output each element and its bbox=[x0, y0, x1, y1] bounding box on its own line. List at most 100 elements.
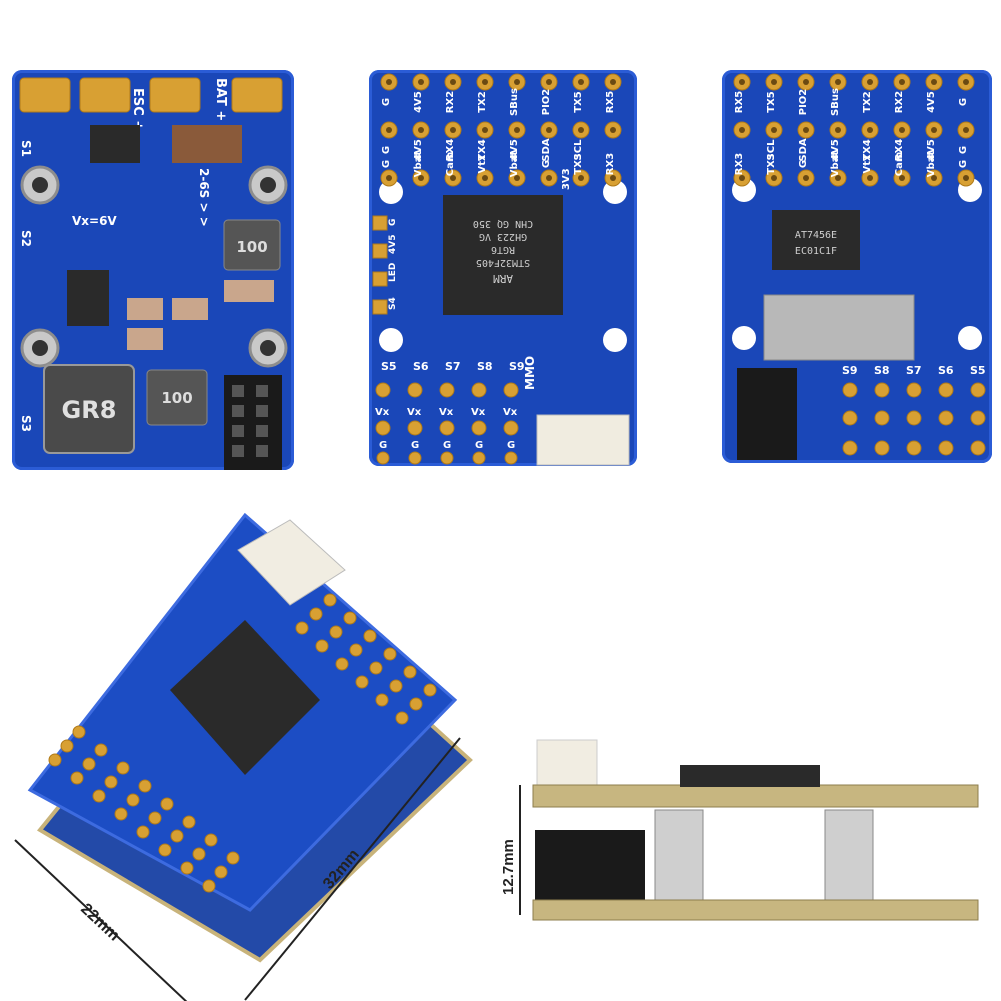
b2-servo-label-4: S9 bbox=[509, 360, 525, 373]
b3-servo-label-4: S5 bbox=[970, 364, 986, 377]
flight-controller-top-view: ARM STM32F405 RGT6 GH223 VG CHN GQ 350 3… bbox=[369, 70, 637, 466]
capacitor bbox=[172, 298, 208, 320]
b3-mid-label-2: SDA bbox=[798, 138, 809, 162]
solder-pad bbox=[874, 440, 890, 456]
solder-pad bbox=[842, 440, 858, 456]
solder-pad bbox=[440, 451, 454, 465]
solder-pad bbox=[343, 611, 357, 625]
solder-pad bbox=[906, 440, 922, 456]
b2-bot-label-2: Cam bbox=[445, 152, 456, 177]
mount-hole bbox=[379, 180, 403, 204]
b2-top-label-1: 4V5 bbox=[413, 91, 424, 113]
solder-pad bbox=[138, 779, 152, 793]
power-board-top-view: ESC + BAT + 2-6S > > S1 S2 S3 Vx=6V 100 … bbox=[12, 70, 294, 470]
b2-vx-label-1: Vx bbox=[407, 407, 422, 418]
solder-pad bbox=[375, 382, 391, 398]
solder-pad bbox=[202, 879, 216, 893]
b3-mid-label-1: SCL bbox=[766, 139, 777, 161]
b3-mid-label-5: RX4 bbox=[894, 139, 905, 161]
solder-pad bbox=[295, 621, 309, 635]
stack-angled-view: 22mm 32mm bbox=[14, 512, 473, 1001]
solder-pad bbox=[372, 299, 388, 315]
label-3v3: 3V3 bbox=[561, 168, 572, 190]
solder-pad bbox=[315, 639, 329, 653]
b3-servo-label-2: S7 bbox=[906, 364, 922, 377]
b2-g-label-1: G bbox=[411, 440, 419, 451]
b2-top-label-0: G bbox=[381, 98, 392, 106]
jst-connector bbox=[536, 414, 630, 466]
b3-top-label-1: TX5 bbox=[766, 91, 777, 113]
b3-top-label-0: RX5 bbox=[734, 91, 745, 113]
jst-connector-angled bbox=[237, 519, 346, 606]
bottom-board-edge bbox=[532, 899, 979, 921]
solder-pad bbox=[363, 629, 377, 643]
inductor-large-label: GR8 bbox=[62, 396, 117, 424]
b2-g-label-0: G bbox=[379, 440, 387, 451]
mount-hole bbox=[958, 326, 982, 350]
b3-top-label-5: RX2 bbox=[894, 91, 905, 113]
esc-label: ESC + bbox=[130, 88, 145, 131]
solder-pad bbox=[906, 382, 922, 398]
fuse-component bbox=[172, 125, 242, 163]
solder-pad bbox=[182, 815, 196, 829]
b2-bot-label-1: Vbat bbox=[413, 151, 424, 178]
solder-pad bbox=[136, 825, 150, 839]
solder-pad bbox=[355, 675, 369, 689]
b2-bot-label-7: RX3 bbox=[605, 153, 616, 175]
solder-pad bbox=[92, 789, 106, 803]
power-board-graphic: ESC + BAT + 2-6S > > S1 S2 S3 Vx=6V 100 … bbox=[19, 77, 288, 470]
b2-mid-label-1: 4V5 bbox=[413, 139, 424, 161]
solder-pad bbox=[329, 625, 343, 639]
osd-line-0: AT7456E bbox=[795, 230, 837, 241]
solder-pad bbox=[471, 420, 487, 436]
b2-bot-label-4: Vbat bbox=[509, 151, 520, 178]
b2-vx-label-4: Vx bbox=[503, 407, 518, 418]
b2-vx-label-2: Vx bbox=[439, 407, 454, 418]
solder-pad bbox=[192, 847, 206, 861]
mcu-line-0: ARM bbox=[493, 272, 513, 285]
b2-side-label-3: S4 bbox=[388, 297, 398, 310]
solder-pad bbox=[349, 643, 363, 657]
b3-servo-label-1: S8 bbox=[874, 364, 890, 377]
solder-pad bbox=[72, 725, 86, 739]
inductor bbox=[223, 219, 281, 271]
regulator-chip bbox=[90, 125, 140, 163]
b3-mid-label-3: 4V5 bbox=[830, 139, 841, 161]
b2-side-label-0: G bbox=[388, 219, 398, 226]
solder-pad bbox=[407, 420, 423, 436]
b2-servo-label-2: S7 bbox=[445, 360, 461, 373]
b3-bot-label-1: TX3 bbox=[766, 153, 777, 175]
mcu-chip bbox=[443, 195, 563, 315]
solder-pad bbox=[970, 440, 986, 456]
inductor-label: 100 bbox=[236, 238, 267, 256]
b3-bot-label-7: G bbox=[958, 160, 969, 168]
brand-label: MMO bbox=[523, 356, 537, 390]
b3-top-label-4: TX2 bbox=[862, 91, 873, 113]
b2-g-label-4: G bbox=[507, 440, 515, 451]
pin-header bbox=[737, 368, 797, 460]
b3-top-label-6: 4V5 bbox=[926, 91, 937, 113]
b2-mid-label-3: TX4 bbox=[477, 139, 488, 161]
solder-pad bbox=[503, 382, 519, 398]
b2-bot-label-5: G bbox=[541, 160, 552, 168]
top-board-edge bbox=[532, 784, 979, 808]
b2-mid-label-5: SDA bbox=[541, 138, 552, 162]
inductor-large bbox=[43, 364, 135, 454]
b3-bot-label-6: Vbat bbox=[926, 151, 937, 178]
solder-pad bbox=[60, 739, 74, 753]
b2-servo-label-0: S5 bbox=[381, 360, 397, 373]
range-label: 2-6S > > bbox=[197, 168, 211, 227]
solder-pad bbox=[970, 382, 986, 398]
b3-servo-label-3: S6 bbox=[938, 364, 954, 377]
solder-pad bbox=[94, 743, 108, 757]
mosfet bbox=[67, 270, 109, 326]
s3-label: S3 bbox=[19, 415, 33, 432]
mcu-line-2: RGT6 bbox=[491, 244, 515, 255]
b2-mid-label-2: RX4 bbox=[445, 139, 456, 161]
solder-pad bbox=[874, 410, 890, 426]
solder-pad bbox=[180, 861, 194, 875]
solder-pad bbox=[906, 410, 922, 426]
solder-pad bbox=[938, 382, 954, 398]
stack-side-view: 12.7mm bbox=[500, 739, 979, 921]
